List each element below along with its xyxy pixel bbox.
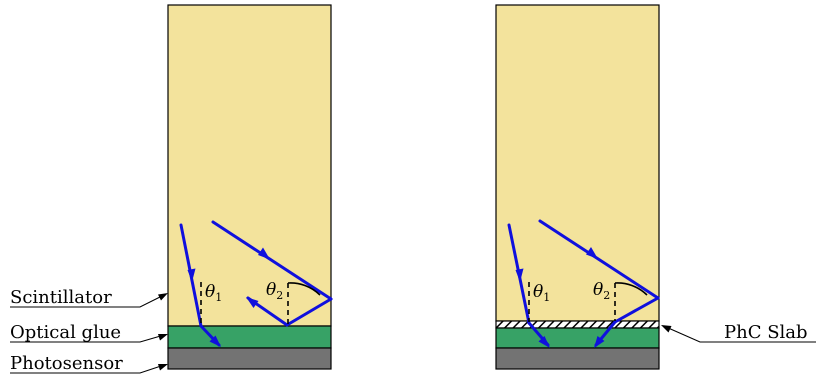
photosensor-label: Photosensor [10, 353, 123, 374]
optical-glue-layer-left [167, 325, 332, 349]
left-panel: θ1 θ2 [167, 4, 333, 370]
theta1-label-left: θ1 [205, 282, 222, 304]
theta2-label-left: θ2 [266, 280, 283, 302]
layer-labels-left: Scintillator Optical glue Photosensor [10, 287, 168, 374]
angle-arc-theta2-right [614, 282, 648, 296]
optical-glue-leader [10, 334, 165, 343]
ray-1-right [507, 223, 550, 348]
ray-2-right [538, 219, 660, 348]
phc-slab-label: PhC Slab [724, 322, 808, 343]
phc-slab-callout: PhC Slab [661, 322, 816, 343]
photosensor-layer-left [167, 347, 332, 370]
angle-arc-theta2-left [287, 282, 321, 296]
scintillator-label: Scintillator [10, 287, 112, 308]
photosensor-leader-arrow [158, 364, 168, 371]
scintillator-block-left [167, 4, 332, 327]
ray-2-left [211, 220, 333, 327]
optical-glue-label: Optical glue [10, 322, 121, 343]
photosensor-leader [10, 364, 165, 374]
photosensor-layer-right [495, 347, 660, 370]
optical-glue-layer-right [495, 327, 660, 349]
phc-slab-leader-arrow [661, 325, 672, 333]
theta2-label-right: θ2 [593, 280, 610, 302]
theta1-label-right: θ1 [533, 282, 550, 304]
scintillator-leader [10, 294, 165, 308]
ray-1-left [179, 223, 221, 347]
phc-slab-layer [495, 320, 660, 329]
scintillator-block-right [495, 4, 660, 322]
optical-glue-leader-arrow [158, 334, 168, 341]
phc-slab-leader [665, 326, 816, 343]
right-panel: θ1 θ2 [495, 4, 660, 370]
scintillator-leader-arrow [158, 293, 168, 301]
